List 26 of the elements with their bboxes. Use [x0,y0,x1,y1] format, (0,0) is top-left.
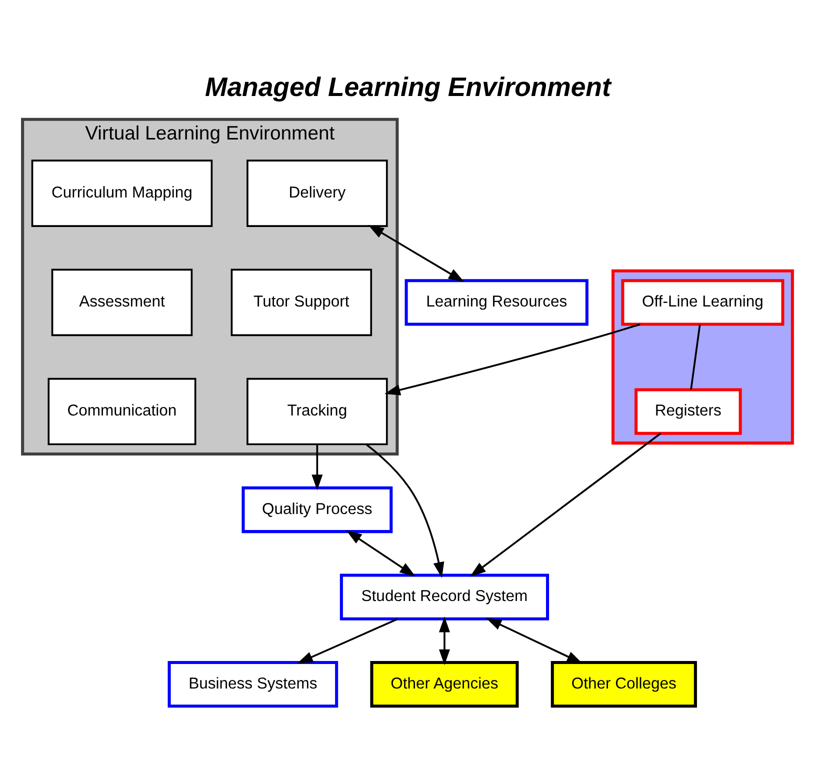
arrow [438,616,450,665]
arrow [366,443,444,578]
connector [690,324,701,390]
cluster [612,268,794,444]
arrow [346,530,416,576]
node-box: Communication [48,377,196,445]
arrow [470,432,662,576]
node-box: Assessment [51,268,193,336]
node-box: Other Agencies [370,660,519,708]
node-box: Delivery [246,159,388,226]
diagram-title: Managed Learning Environment [205,71,611,102]
node-box: Curriculum Mapping [31,159,213,226]
arrow [312,444,323,490]
node-box: Student Record System [340,573,550,620]
node-box: Registers [634,388,742,434]
node-box: Other Colleges [550,660,697,708]
node-box: Tutor Support [230,268,372,336]
node-box: Learning Resources [404,278,588,326]
node-box: Off-Line Learning [621,278,784,326]
arrow [486,617,583,664]
arrow [297,618,398,664]
arrow [368,224,464,282]
node-box: Tracking [246,377,388,445]
node-box: Quality Process [242,486,393,533]
node-box: Business Systems [168,660,338,708]
arrow [384,322,640,395]
